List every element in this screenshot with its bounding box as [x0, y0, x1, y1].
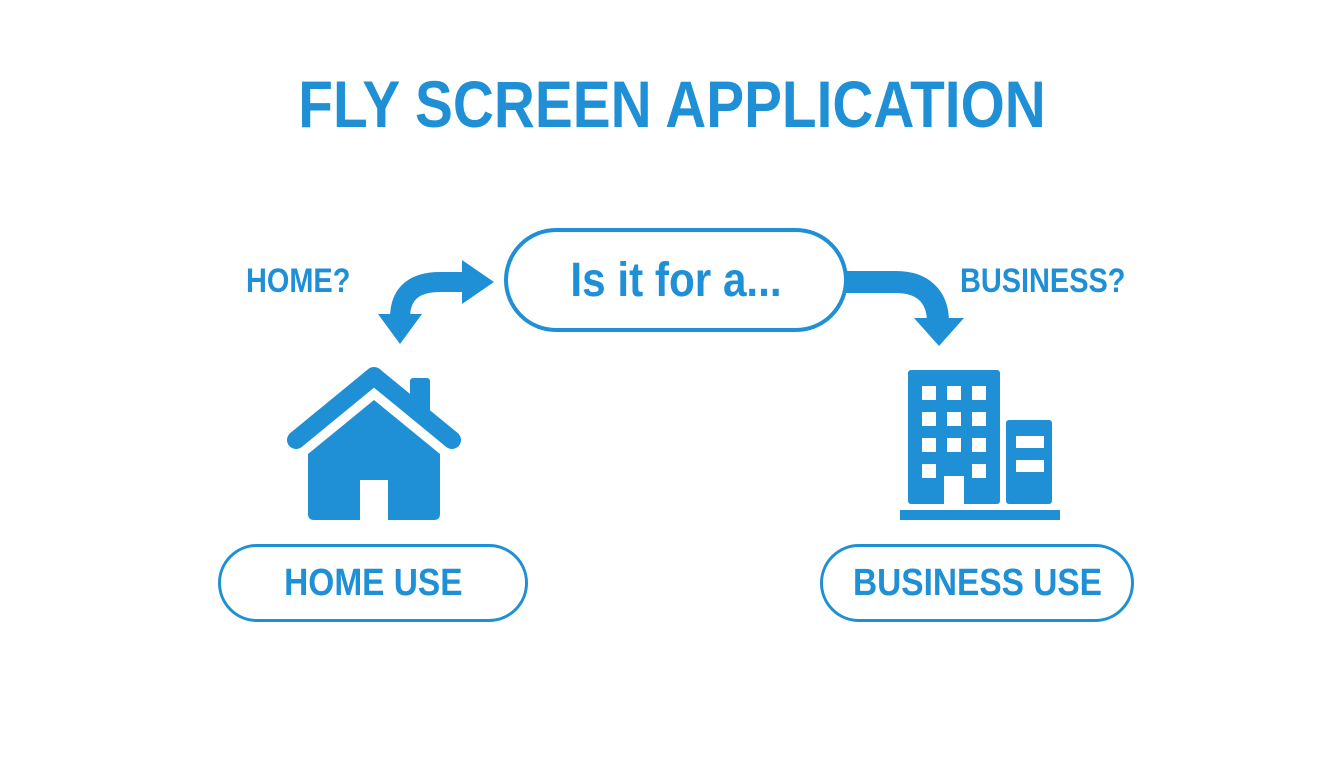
home-question: HOME? [246, 262, 351, 300]
business-branch-arrow-icon [846, 271, 964, 346]
home-branch-arrow-icon [378, 260, 494, 344]
office-building-icon [900, 370, 1060, 520]
house-icon [287, 367, 461, 520]
diagram-title: FLY SCREEN APPLICATION [298, 67, 1046, 141]
business-question: BUSINESS? [960, 262, 1126, 300]
decision-label: Is it for a... [570, 253, 782, 307]
decision-node: Is it for a... [504, 228, 848, 332]
home-use-result: HOME USE [218, 544, 528, 622]
business-use-result: BUSINESS USE [820, 544, 1134, 622]
